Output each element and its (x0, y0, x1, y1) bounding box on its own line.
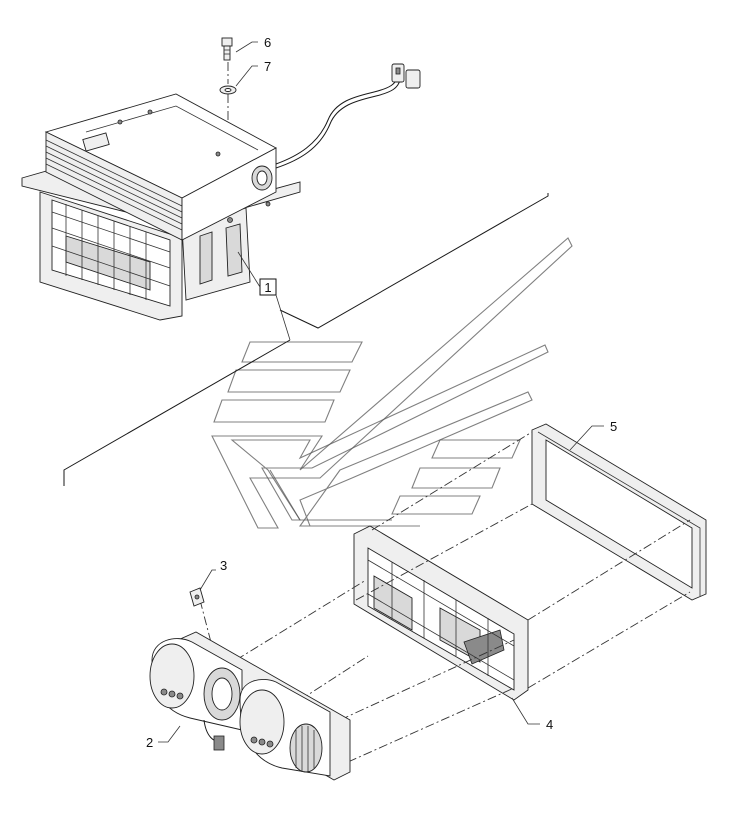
callout-6-label: 6 (264, 35, 271, 50)
washer-part (219, 85, 237, 95)
section-outline (63, 193, 549, 486)
callout-7: 7 (235, 59, 271, 87)
callout-3-label: 3 (220, 558, 227, 573)
callout-5-label: 5 (610, 419, 617, 434)
watermark-logo (211, 237, 573, 529)
callout-6: 6 (235, 35, 271, 53)
wire-harness (275, 63, 421, 169)
alignment-lines (199, 431, 691, 763)
callout-1: 1 (237, 251, 291, 341)
callout-7-label: 7 (264, 59, 271, 74)
gasket-frame (531, 423, 707, 601)
callout-1-label: 1 (264, 280, 271, 295)
callout-2: 2 (146, 725, 181, 750)
callout-4-label: 4 (546, 717, 553, 732)
blower-assembly (149, 631, 351, 781)
mounting-bracket (353, 525, 529, 701)
callout-5: 5 (569, 419, 617, 451)
clip-part (189, 587, 205, 607)
callout-2-label: 2 (146, 735, 153, 750)
callout-4: 4 (511, 697, 553, 732)
bolt-part (221, 37, 233, 61)
callout-3: 3 (199, 558, 227, 591)
control-module (21, 93, 301, 321)
